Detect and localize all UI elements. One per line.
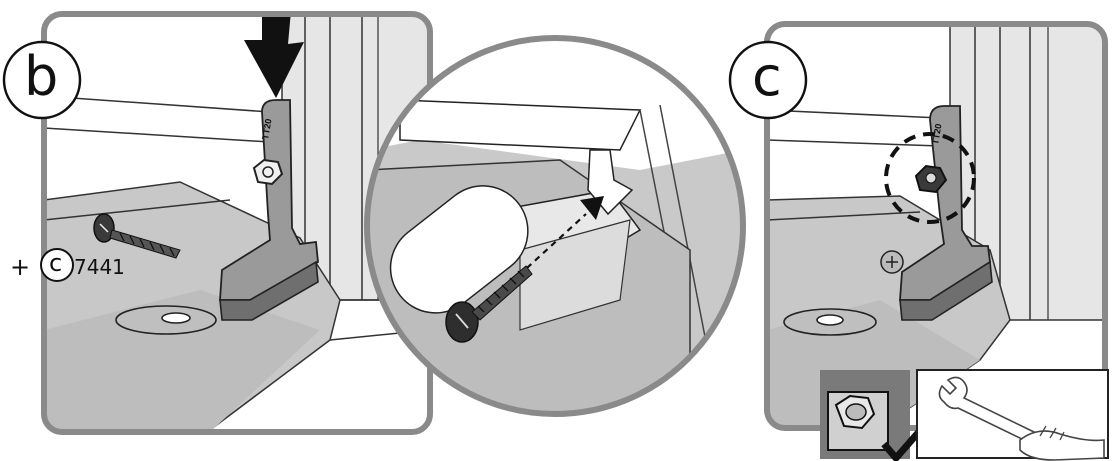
hardware-bag-letter: c <box>49 249 62 277</box>
tool-inset <box>820 370 1108 460</box>
detail-zoom-circle <box>367 38 743 414</box>
part-number: 7441 <box>74 257 125 277</box>
step-label-b: b <box>24 50 58 104</box>
step-label-c: c <box>752 50 782 104</box>
plus-sign: + <box>10 255 30 279</box>
panel-c: TT20 <box>730 24 1105 428</box>
